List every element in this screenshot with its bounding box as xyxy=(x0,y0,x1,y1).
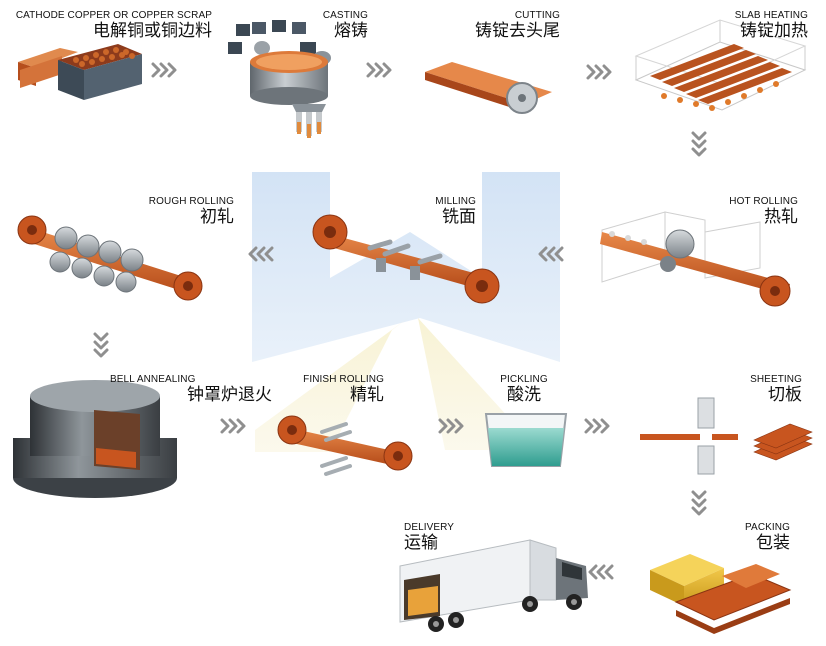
arrow-right-icon xyxy=(584,418,610,434)
label-cutting: CUTTING 铸锭去头尾 xyxy=(430,10,560,41)
label-milling: MILLING 铣面 xyxy=(410,196,476,227)
label-delivery-en: DELIVERY xyxy=(404,522,455,533)
arrow-left-icon xyxy=(248,246,274,262)
cathode-copper-illustration xyxy=(18,44,142,100)
label-cutting-en: CUTTING xyxy=(514,10,560,21)
label-pickling: PICKLING 酸洗 xyxy=(490,374,558,405)
label-cutting-zh: 铸锭去头尾 xyxy=(475,21,560,41)
bell-annealing-illustration xyxy=(13,380,177,498)
finish-rolling-illustration xyxy=(277,415,413,476)
label-slab-heating-zh: 铸锭加热 xyxy=(740,21,808,41)
arrow-left-icon xyxy=(538,246,564,262)
label-packing-en: PACKING xyxy=(745,522,790,533)
arrow-right-icon xyxy=(438,418,464,434)
label-bell-annealing-en: BELL ANNEALING xyxy=(110,374,196,385)
label-bell-annealing-zh: 钟罩炉退火 xyxy=(187,385,272,405)
label-finish-rolling: FINISH ROLLING 精轧 xyxy=(284,374,384,405)
label-rough-rolling: ROUGH ROLLING 初轧 xyxy=(130,196,234,227)
label-pickling-zh: 酸洗 xyxy=(507,385,541,405)
arrow-right-icon xyxy=(220,418,246,434)
label-milling-zh: 铣面 xyxy=(442,207,476,227)
label-hot-rolling-en: HOT ROLLING xyxy=(729,196,798,207)
delivery-truck-illustration xyxy=(399,539,588,632)
label-sheeting-zh: 切板 xyxy=(768,385,802,405)
arrow-down-icon xyxy=(691,490,707,516)
label-delivery-zh: 运输 xyxy=(404,533,438,553)
label-sheeting-en: SHEETING xyxy=(750,374,802,385)
label-bell-annealing: BELL ANNEALING 钟罩炉退火 xyxy=(110,374,272,405)
sheeting-illustration xyxy=(640,397,813,475)
label-packing: PACKING 包装 xyxy=(724,522,790,553)
center-backdrop xyxy=(252,172,560,452)
arrow-right-icon xyxy=(151,62,177,78)
slab-heating-illustration xyxy=(634,19,807,111)
label-delivery: DELIVERY 运输 xyxy=(404,522,464,553)
label-rough-rolling-en: ROUGH ROLLING xyxy=(148,196,234,207)
label-hot-rolling-zh: 热轧 xyxy=(764,207,798,227)
hot-rolling-illustration xyxy=(600,211,791,307)
label-cathode-en: CATHODE COPPER OR COPPER SCRAP xyxy=(15,10,212,21)
label-finish-rolling-en: FINISH ROLLING xyxy=(303,374,384,385)
label-hot-rolling: HOT ROLLING 热轧 xyxy=(700,196,798,227)
label-slab-heating-en: SLAB HEATING xyxy=(734,10,808,21)
arrow-right-icon xyxy=(366,62,392,78)
label-casting-en: CASTING xyxy=(322,10,368,21)
arrow-down-icon xyxy=(691,131,707,157)
label-milling-en: MILLING xyxy=(435,196,476,207)
arrow-down-icon xyxy=(93,332,109,358)
label-finish-rolling-zh: 精轧 xyxy=(350,385,384,405)
milling-illustration xyxy=(312,214,500,304)
cutting-illustration xyxy=(425,62,552,114)
packing-illustration xyxy=(650,554,792,634)
arrow-left-icon xyxy=(588,564,614,580)
label-cathode-zh: 电解铜或铜边料 xyxy=(93,21,212,41)
casting-illustration xyxy=(228,20,331,138)
arrow-right-icon xyxy=(586,64,612,80)
label-slab-heating: SLAB HEATING 铸锭加热 xyxy=(700,10,808,41)
label-casting: CASTING 熔铸 xyxy=(300,10,368,41)
label-pickling-en: PICKLING xyxy=(500,374,548,385)
pickling-illustration xyxy=(484,413,568,467)
label-casting-zh: 熔铸 xyxy=(334,21,368,41)
label-rough-rolling-zh: 初轧 xyxy=(200,207,234,227)
label-packing-zh: 包装 xyxy=(756,533,790,553)
label-sheeting: SHEETING 切板 xyxy=(730,374,802,405)
label-cathode: CATHODE COPPER OR COPPER SCRAP 电解铜或铜边料 xyxy=(6,10,212,41)
rough-rolling-illustration xyxy=(17,215,203,301)
